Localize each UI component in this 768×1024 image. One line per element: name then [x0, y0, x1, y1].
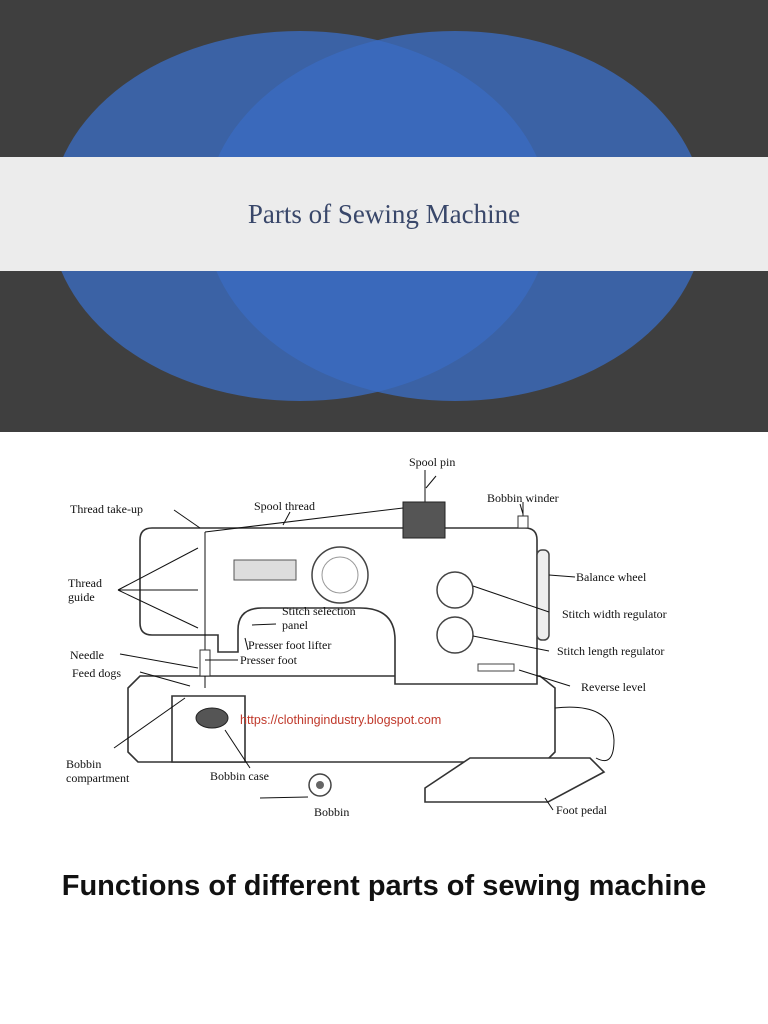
- title-banner: Parts of Sewing Machine: [0, 0, 768, 432]
- label-bobbin-compartment-line1: Bobbin: [66, 757, 101, 771]
- label-stitch-selection-line1: Stitch selection: [282, 604, 356, 618]
- label-thread-guide-line2: guide: [68, 590, 95, 604]
- label-bobbin: Bobbin: [314, 805, 349, 819]
- label-bobbin-case: Bobbin case: [210, 769, 269, 783]
- label-bobbin-winder: Bobbin winder: [487, 491, 559, 505]
- sewing-machine-diagram: Spool pin Bobbin winder Thread take-up S…: [66, 455, 667, 819]
- label-spool-pin: Spool pin: [409, 455, 455, 469]
- label-stitch-length-regulator: Stitch length regulator: [557, 644, 664, 658]
- leader-lines: [113, 475, 576, 811]
- label-bobbin-compartment-line2: compartment: [66, 771, 130, 785]
- label-thread-guide-line1: Thread: [68, 576, 102, 590]
- watermark-url: https://clothingindustry.blogspot.com: [240, 713, 441, 727]
- label-spool-thread: Spool thread: [254, 499, 315, 513]
- label-stitch-selection-line2: panel: [282, 618, 309, 632]
- label-needle: Needle: [70, 648, 104, 662]
- page-title: Parts of Sewing Machine: [247, 198, 521, 229]
- label-thread-take-up: Thread take-up: [70, 502, 143, 516]
- caption-heading: Functions of different parts of sewing m…: [61, 870, 707, 902]
- part-labels: Spool pin Bobbin winder Thread take-up S…: [66, 455, 667, 819]
- label-presser-foot: Presser foot: [240, 653, 298, 667]
- label-reverse-level: Reverse level: [581, 680, 647, 694]
- machine-illustration: [127, 470, 615, 803]
- title-strip: Parts of Sewing Machine: [0, 157, 768, 271]
- label-stitch-width-regulator: Stitch width regulator: [562, 607, 667, 621]
- label-feed-dogs: Feed dogs: [72, 666, 121, 680]
- label-balance-wheel: Balance wheel: [576, 570, 647, 584]
- label-foot-pedal: Foot pedal: [556, 803, 608, 817]
- label-presser-foot-lifter: Presser foot lifter: [248, 638, 331, 652]
